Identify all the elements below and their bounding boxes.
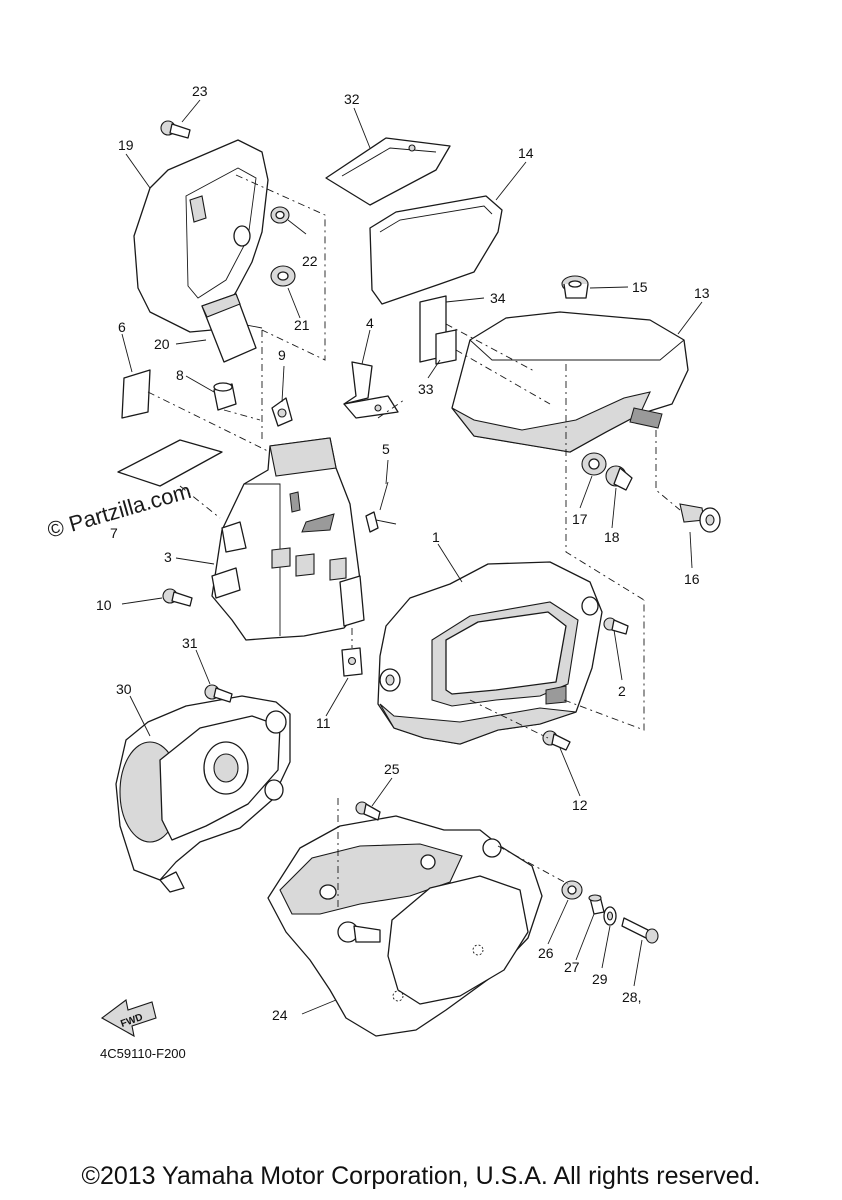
callout-1: 1 — [432, 529, 440, 545]
part-15-grommet[interactable] — [561, 275, 589, 299]
callout-31: 31 — [182, 635, 198, 651]
callout-16: 16 — [684, 571, 700, 587]
callout-20: 20 — [154, 336, 170, 352]
callout-33: 33 — [418, 381, 434, 397]
part-2-bolt[interactable] — [603, 617, 629, 635]
part-9-nut[interactable] — [271, 397, 293, 427]
callout-29: 29 — [592, 971, 608, 987]
callout-17: 17 — [572, 511, 588, 527]
callout-14: 14 — [518, 145, 534, 161]
callout-8: 8 — [176, 367, 184, 383]
part-16-lock[interactable] — [679, 503, 721, 533]
callout-9: 9 — [278, 347, 286, 363]
part-1-air-case[interactable] — [377, 561, 603, 745]
part-26-grommet[interactable] — [561, 880, 583, 900]
callout-23: 23 — [192, 83, 208, 99]
callout-21: 21 — [294, 317, 310, 333]
part-24-crank-cover[interactable] — [267, 815, 543, 1037]
callout-22: 22 — [302, 253, 318, 269]
callout-34: 34 — [490, 290, 506, 306]
diagram-code: 4C59110-F200 — [100, 1046, 186, 1061]
callouts: 23 19 32 14 15 13 34 33 4 22 21 20 6 8 9… — [96, 83, 710, 1023]
callout-4: 4 — [366, 315, 374, 331]
part-21-grommet[interactable] — [270, 265, 296, 287]
part-17-nut[interactable] — [581, 452, 607, 476]
callout-11: 11 — [316, 715, 331, 731]
part-3-box[interactable] — [211, 437, 365, 641]
part-12-bolt[interactable] — [542, 730, 571, 751]
callout-10: 10 — [96, 597, 112, 613]
part-10-bolt[interactable] — [162, 588, 193, 607]
part-29-washer[interactable] — [603, 906, 617, 926]
watermark: © Partzilla.com — [44, 478, 193, 543]
callout-27: 27 — [564, 959, 580, 975]
part-30-pulley-cover[interactable] — [115, 695, 291, 893]
callout-28: 28, — [622, 989, 641, 1005]
callout-13: 13 — [694, 285, 710, 301]
part-4-bracket[interactable] — [343, 361, 399, 419]
callout-24: 24 — [272, 1007, 288, 1023]
part-31-bolt[interactable] — [204, 684, 233, 703]
part-11-clip[interactable] — [341, 647, 363, 677]
callout-12: 12 — [572, 797, 588, 813]
callout-15: 15 — [632, 279, 648, 295]
leader-lines — [121, 99, 703, 1015]
copyright-notice: ©2013 Yamaha Motor Corporation, U.S.A. A… — [81, 1162, 761, 1190]
part-23-bolt[interactable] — [160, 120, 191, 139]
part-33-label[interactable] — [435, 329, 457, 365]
callout-2: 2 — [618, 683, 626, 699]
callout-18: 18 — [604, 529, 620, 545]
part-7-pad[interactable] — [117, 439, 223, 487]
fwd-arrow-icon: FWD — [100, 999, 157, 1038]
part-25-bolt[interactable] — [355, 801, 381, 821]
callout-25: 25 — [384, 761, 400, 777]
part-19-side-cover[interactable] — [133, 139, 269, 333]
callout-19: 19 — [118, 137, 134, 153]
part-8-spacer[interactable] — [213, 382, 237, 411]
part-18-grommet[interactable] — [605, 465, 633, 491]
part-13-tank-cover[interactable] — [451, 311, 689, 453]
callout-6: 6 — [118, 319, 126, 335]
part-5-screw[interactable] — [365, 481, 397, 533]
callout-3: 3 — [164, 549, 172, 565]
callout-26: 26 — [538, 945, 554, 961]
callout-32: 32 — [344, 91, 360, 107]
part-22-grommet[interactable] — [270, 206, 290, 224]
part-14-side-panel[interactable] — [369, 195, 503, 305]
part-28-bolt[interactable] — [621, 917, 659, 944]
part-32-plate[interactable] — [325, 137, 451, 206]
part-27-collar[interactable] — [588, 894, 605, 915]
part-6-pad[interactable] — [121, 369, 151, 419]
callout-5: 5 — [382, 441, 390, 457]
part-20-damper[interactable] — [201, 293, 257, 363]
callout-30: 30 — [116, 681, 132, 697]
callout-7: 7 — [110, 525, 118, 541]
